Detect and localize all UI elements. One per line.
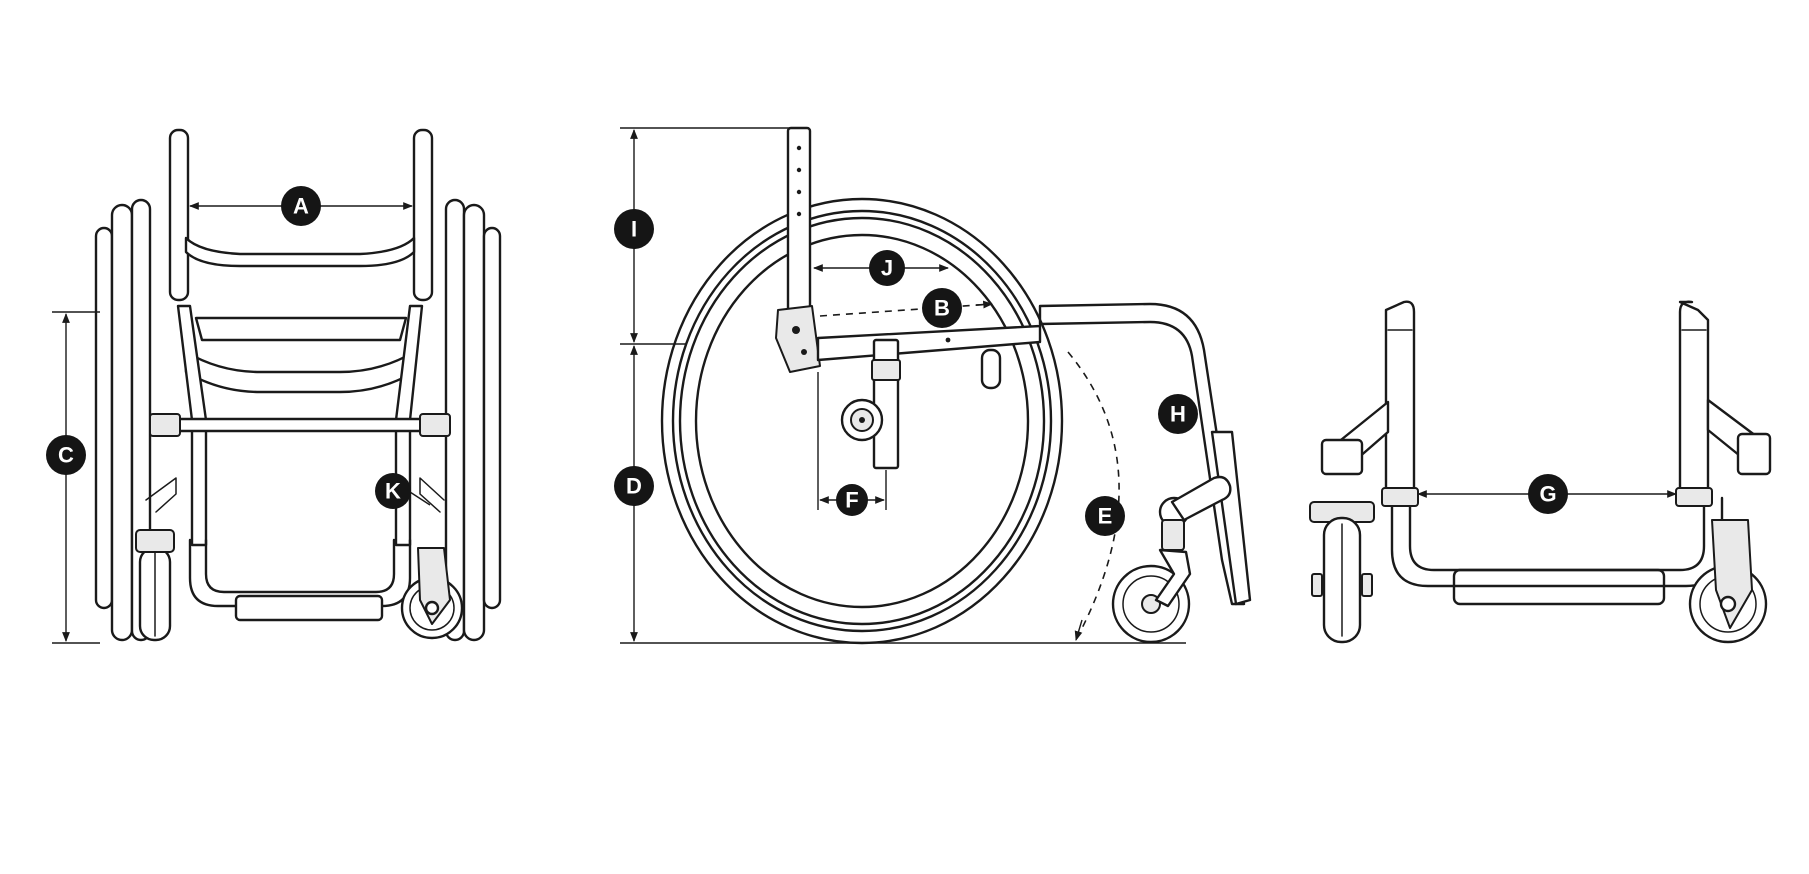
badge-b: B bbox=[922, 288, 962, 328]
side-view bbox=[620, 126, 1252, 645]
rear-view-left-caster bbox=[1309, 438, 1375, 644]
side-view-caster bbox=[1111, 475, 1232, 644]
front-view-footplate bbox=[234, 594, 384, 622]
dimension-e-arc bbox=[1067, 351, 1120, 641]
badge-g: G bbox=[1528, 474, 1568, 514]
badge-c: C bbox=[46, 435, 86, 475]
rear-view-right-caster bbox=[1688, 432, 1772, 644]
svg-text:D: D bbox=[626, 474, 642, 499]
front-view-left-handle bbox=[168, 128, 190, 302]
side-view-seat-rail bbox=[816, 324, 1042, 362]
front-view-right-wheel bbox=[444, 198, 502, 642]
dimension-b-line bbox=[819, 303, 993, 317]
side-view-footplate bbox=[1210, 430, 1252, 606]
svg-text:A: A bbox=[293, 194, 309, 219]
front-view-seat-sling bbox=[184, 350, 416, 394]
front-view-backrest-bar bbox=[184, 236, 416, 268]
front-view-left-caster bbox=[135, 529, 175, 642]
svg-text:C: C bbox=[58, 443, 74, 468]
svg-text:K: K bbox=[385, 479, 401, 504]
front-view-seat bbox=[194, 316, 408, 342]
badge-h: H bbox=[1158, 394, 1198, 434]
badge-a: A bbox=[281, 186, 321, 226]
svg-text:H: H bbox=[1170, 402, 1186, 427]
badge-e: E bbox=[1085, 496, 1125, 536]
badge-i: I bbox=[614, 209, 654, 249]
svg-text:I: I bbox=[631, 217, 637, 242]
front-view-right-handle bbox=[412, 128, 434, 302]
svg-text:G: G bbox=[1539, 482, 1556, 507]
badge-f: F bbox=[836, 484, 868, 516]
badge-d: D bbox=[614, 466, 654, 506]
rear-view bbox=[1309, 300, 1772, 644]
badge-j: J bbox=[869, 250, 905, 286]
front-view-right-caster bbox=[400, 547, 464, 640]
side-view-hub bbox=[840, 398, 884, 442]
side-view-backrest-hinge bbox=[775, 305, 821, 373]
front-view-left-wheel bbox=[94, 198, 152, 642]
rear-view-right-upright bbox=[1678, 300, 1710, 502]
side-view-front-frame bbox=[1038, 302, 1246, 606]
svg-text:F: F bbox=[845, 488, 858, 513]
svg-text:E: E bbox=[1098, 504, 1113, 529]
badge-k: K bbox=[375, 473, 411, 509]
svg-text:B: B bbox=[934, 296, 950, 321]
svg-text:J: J bbox=[881, 256, 893, 281]
rear-view-left-upright bbox=[1384, 300, 1416, 502]
front-view-axle bbox=[152, 417, 446, 433]
front-view bbox=[52, 128, 502, 644]
